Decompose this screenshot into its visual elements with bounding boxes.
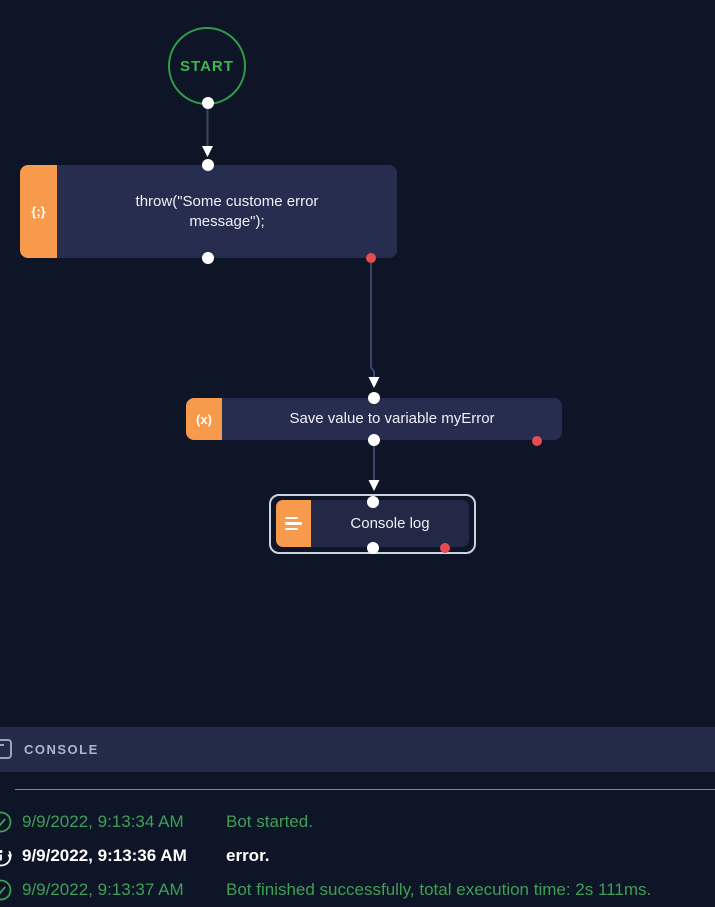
log-message: Bot finished successfully, total executi… [226, 880, 652, 899]
node-console-label: Console log [350, 514, 430, 532]
throw-input-port[interactable] [201, 159, 214, 171]
save-output-port[interactable] [367, 434, 380, 446]
log-timestamp: 9/9/2022, 9:13:37 AM [22, 880, 184, 899]
save-error-port[interactable] [532, 436, 542, 446]
variable-icon: (x) [186, 398, 222, 440]
info-restart-icon [0, 845, 12, 867]
console-output-port[interactable] [367, 542, 379, 554]
console-title: CONSOLE [24, 742, 99, 757]
check-circle-icon [0, 879, 12, 901]
save-input-port[interactable] [367, 392, 380, 404]
node-throw-label: throw("Some custome error message"); [135, 192, 319, 230]
node-save-label: Save value to variable myError [289, 410, 495, 427]
check-circle-icon [0, 811, 12, 833]
throw-output-port[interactable] [201, 252, 214, 264]
flow-connectors [202, 104, 380, 491]
console-panel-header[interactable]: CONSOLE [0, 727, 715, 772]
start-output-port[interactable] [201, 97, 214, 109]
log-lines-icon [276, 500, 311, 547]
code-braces-icon: {;} [20, 165, 57, 258]
console-divider [15, 789, 715, 790]
log-row-error: 9/9/2022, 9:13:36 AM error. [0, 842, 715, 870]
log-message: Bot started. [226, 812, 313, 831]
node-throw-statement[interactable]: {;} throw("Some custome error message"); [20, 165, 397, 258]
start-node[interactable]: START [168, 27, 246, 105]
console-input-port[interactable] [367, 496, 379, 508]
log-row-bot-started: 9/9/2022, 9:13:34 AM Bot started. [0, 808, 715, 836]
log-message: error. [226, 846, 270, 865]
log-timestamp: 9/9/2022, 9:13:34 AM [22, 812, 184, 831]
console-error-port[interactable] [440, 543, 450, 553]
terminal-icon [0, 739, 12, 759]
log-row-bot-finished: 9/9/2022, 9:13:37 AM Bot finished succes… [0, 876, 715, 904]
start-node-label: START [180, 57, 234, 75]
log-timestamp: 9/9/2022, 9:13:36 AM [22, 846, 187, 865]
throw-error-port[interactable] [366, 253, 376, 263]
node-save-variable[interactable]: (x) Save value to variable myError [186, 398, 562, 440]
